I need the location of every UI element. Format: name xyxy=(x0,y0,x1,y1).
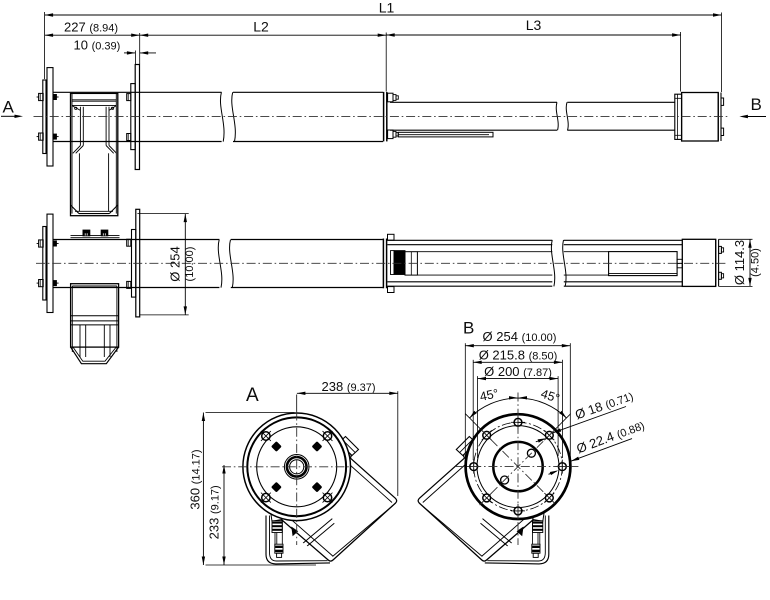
svg-text:B: B xyxy=(463,319,474,338)
svg-text:(4.50): (4.50) xyxy=(750,248,762,277)
svg-text:233 (9.17): 233 (9.17) xyxy=(207,485,222,539)
svg-text:Ø 254: Ø 254 xyxy=(168,246,183,281)
svg-text:227 (8.94): 227 (8.94) xyxy=(64,20,118,35)
svg-text:Ø 114.3: Ø 114.3 xyxy=(732,240,747,285)
svg-text:Ø 254 (10.00): Ø 254 (10.00) xyxy=(483,329,557,344)
svg-text:Ø 200 (7.87): Ø 200 (7.87) xyxy=(484,364,552,379)
svg-text:L2: L2 xyxy=(253,19,269,35)
svg-text:10 (0.39): 10 (0.39) xyxy=(74,38,121,53)
svg-text:45°: 45° xyxy=(478,386,499,404)
svg-text:A: A xyxy=(3,98,15,117)
svg-text:L3: L3 xyxy=(526,17,542,33)
svg-text:Ø 215.8 (8.50): Ø 215.8 (8.50) xyxy=(479,347,558,362)
svg-text:238 (9.37): 238 (9.37) xyxy=(322,379,376,394)
svg-text:(10.00): (10.00) xyxy=(184,247,196,282)
svg-text:B: B xyxy=(751,95,762,114)
svg-text:A: A xyxy=(246,385,259,406)
svg-text:L1: L1 xyxy=(379,0,395,16)
svg-text:360 (14.17): 360 (14.17) xyxy=(188,449,203,509)
svg-text:45°: 45° xyxy=(539,387,561,406)
